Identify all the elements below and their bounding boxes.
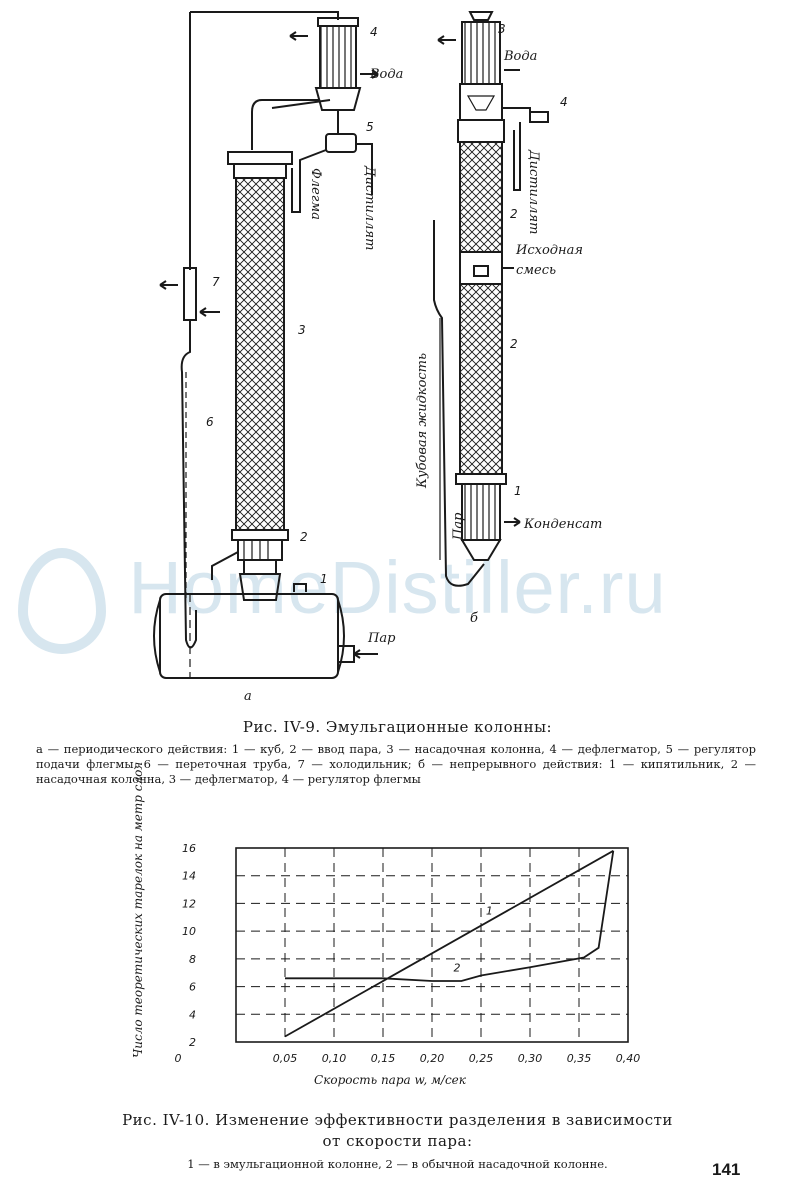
series-label-2: 2 xyxy=(454,961,461,974)
series-label-1: 1 xyxy=(486,905,493,918)
label-b-smes: смесь xyxy=(516,263,556,278)
label-b-kubovaya: Кубовая жидкость xyxy=(415,353,430,489)
label-b-4: 4 xyxy=(560,95,568,109)
figure-iv-10-title: Рис. IV-10. Изменение эффективности разд… xyxy=(0,1110,795,1152)
label-7: 7 xyxy=(212,275,220,289)
y-tick-label: 14 xyxy=(182,870,196,883)
label-b-2-upper: 2 xyxy=(510,207,518,221)
y-tick-label: 6 xyxy=(189,981,196,994)
label-b-distillat: Дистиллят xyxy=(526,149,541,234)
label-4: 4 xyxy=(370,25,378,39)
x-tick-label: 0,05 xyxy=(273,1052,298,1065)
label-1: 1 xyxy=(320,572,328,586)
figure-iv-9-title: Рис. IV-9. Эмульгационные колонны: xyxy=(242,718,553,736)
y-tick-label: 12 xyxy=(182,897,196,910)
label-flegma: Флегма xyxy=(308,168,323,220)
label-b-3: 3 xyxy=(498,22,506,36)
label-sub-b: б xyxy=(470,611,478,626)
label-b-2-lower: 2 xyxy=(510,337,518,351)
apparatus-b xyxy=(433,11,549,587)
plot-frame xyxy=(235,847,629,1043)
watermark-text: HomeDistiller.ru xyxy=(128,546,667,629)
label-b-iskhodnaya: Исходная xyxy=(515,243,583,258)
chart-grid xyxy=(236,848,628,1042)
label-b-par: Пар xyxy=(451,512,466,541)
x-tick-label: 0,40 xyxy=(616,1052,641,1065)
label-3: 3 xyxy=(298,323,306,337)
chart-y-axis-label: Число теоретических тарелок на метр слоя xyxy=(131,762,145,1058)
x-tick-label: 0,20 xyxy=(420,1052,445,1065)
watermark-drop-icon xyxy=(18,548,106,654)
y-tick-label: 10 xyxy=(182,925,196,938)
label-b-voda: Вода xyxy=(503,49,537,64)
x-tick-label: 0 xyxy=(175,1052,182,1065)
figure-iv-10-legend: 1 — в эмульгационной колонне, 2 — в обыч… xyxy=(187,1157,608,1171)
series-line-2 xyxy=(285,850,615,982)
x-tick-label: 0,10 xyxy=(322,1052,347,1065)
y-tick-label: 4 xyxy=(189,1008,196,1021)
y-tick-label: 8 xyxy=(189,953,196,966)
figure-iv-10-title-line1: Рис. IV-10. Изменение эффективности разд… xyxy=(122,1111,673,1129)
label-2: 2 xyxy=(300,530,308,544)
label-6: 6 xyxy=(206,415,214,429)
series-line-1 xyxy=(284,850,614,1038)
figure-iv-10-title-line2: от скорости пара: xyxy=(322,1132,473,1150)
label-voda: Вода xyxy=(369,67,403,82)
x-tick-label: 0,25 xyxy=(469,1052,494,1065)
label-par: Пар xyxy=(367,631,396,646)
x-tick-label: 0,15 xyxy=(371,1052,396,1065)
chart-x-axis-label: Скорость пара w, м/сек xyxy=(314,1073,467,1087)
x-tick-label: 0,30 xyxy=(518,1052,543,1065)
x-tick-label: 0,35 xyxy=(567,1052,592,1065)
chart-axes xyxy=(235,847,629,1043)
label-distillat: Дистиллят xyxy=(362,165,377,250)
label-b-kondensat: Конденсат xyxy=(523,517,602,532)
figure-iv-9: 4 Вода 5 Флегма Дистиллят 7 3 6 2 1 Пар … xyxy=(153,11,602,704)
y-tick-label: 2 xyxy=(189,1036,196,1049)
apparatus-a xyxy=(153,11,379,679)
page-number: 141 xyxy=(712,1160,741,1179)
y-tick-label: 16 xyxy=(182,842,196,855)
label-sub-a: а xyxy=(244,689,252,704)
label-b-1: 1 xyxy=(514,484,522,498)
chart-ticks: 0 0,05 0,10 0,15 0,20 0,25 0,30 0,35 0,40 2 4 6 8 10 1… xyxy=(175,842,641,1065)
label-5: 5 xyxy=(366,120,374,134)
chart-series: 12 xyxy=(284,850,615,1038)
figure-iv-9-legend: а — периодического действия: 1 — куб, 2 … xyxy=(36,742,756,786)
